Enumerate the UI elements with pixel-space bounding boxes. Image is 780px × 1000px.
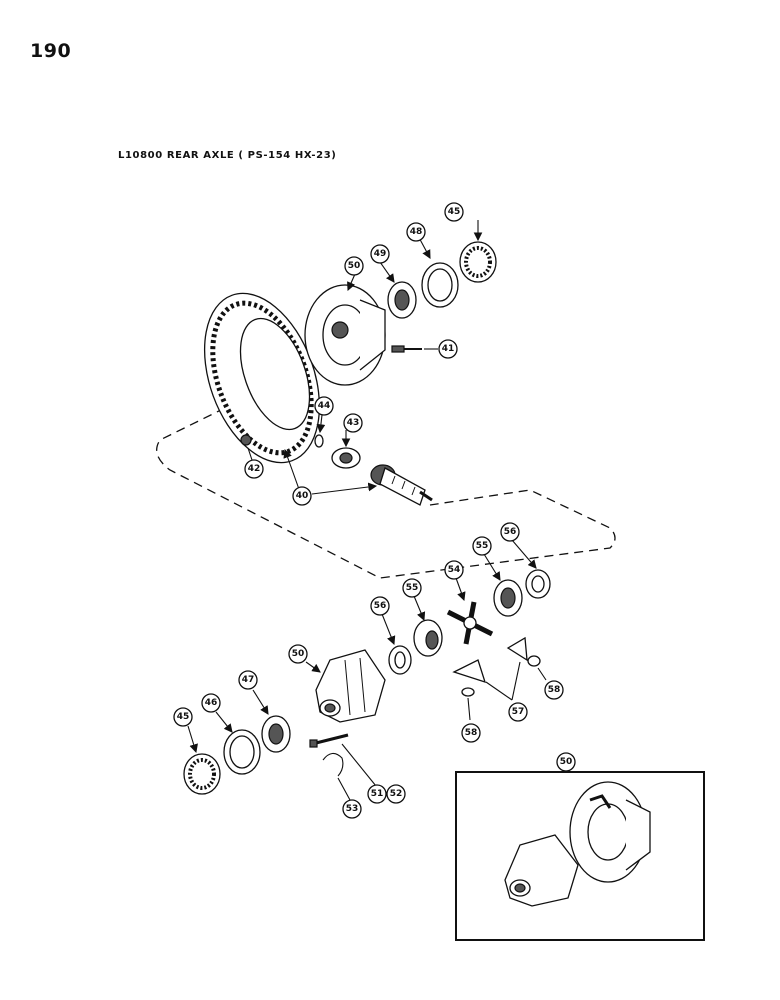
svg-text:55: 55 xyxy=(476,541,489,551)
callout-55-right: 55 xyxy=(472,536,492,556)
svg-text:40: 40 xyxy=(296,491,309,501)
callout-55-left: 55 xyxy=(402,578,422,598)
callout-40: 40 xyxy=(292,486,312,506)
side-gear-55-left xyxy=(413,619,443,657)
svg-text:45: 45 xyxy=(448,207,461,217)
adjuster-nut-45-top xyxy=(459,241,497,283)
pinion-gear-57 xyxy=(452,636,528,684)
thrust-washer-56-right xyxy=(525,569,551,599)
callout-53: 53 xyxy=(342,799,362,819)
page-number: 190 xyxy=(30,40,72,62)
svg-text:41: 41 xyxy=(442,344,455,354)
adjuster-nut-45-bottom xyxy=(183,753,221,795)
svg-text:48: 48 xyxy=(410,227,423,237)
callout-58-right: 58 xyxy=(544,680,564,700)
callout-43: 43 xyxy=(343,413,363,433)
svg-text:46: 46 xyxy=(205,698,218,708)
svg-text:44: 44 xyxy=(318,401,331,411)
callout-56-left: 56 xyxy=(370,596,390,616)
callout-48: 48 xyxy=(406,222,426,242)
washer-44 xyxy=(314,434,324,448)
bearing-cup-48 xyxy=(421,262,459,308)
pinion-gear xyxy=(370,464,433,506)
callout-54: 54 xyxy=(444,560,464,580)
svg-text:53: 53 xyxy=(346,804,359,814)
callout-58-bottom: 58 xyxy=(461,723,481,743)
callout-46: 46 xyxy=(201,693,221,713)
svg-text:57: 57 xyxy=(512,707,525,717)
spider-54 xyxy=(446,601,494,645)
lock-wire-53 xyxy=(322,752,344,777)
callout-45-top: 45 xyxy=(444,202,464,222)
svg-text:47: 47 xyxy=(242,675,255,685)
diagram-title: L10800 REAR AXLE ( PS-154 HX-23) xyxy=(118,150,337,161)
side-gear-55-right xyxy=(493,579,523,617)
callout-50-top: 50 xyxy=(344,256,364,276)
bearing-cone-47 xyxy=(261,715,291,753)
callout-57: 57 xyxy=(508,702,528,722)
svg-text:56: 56 xyxy=(504,527,517,537)
bearing-cone-49 xyxy=(387,281,417,319)
callout-47: 47 xyxy=(238,670,258,690)
callout-42: 42 xyxy=(244,459,264,479)
bearing-cup-46 xyxy=(223,729,261,775)
bolt-51 xyxy=(309,733,349,748)
callout-41: 41 xyxy=(438,339,458,359)
svg-text:54: 54 xyxy=(448,565,461,575)
svg-text:58: 58 xyxy=(548,685,561,695)
callout-50-inset: 50 xyxy=(556,752,576,772)
inset-frame xyxy=(455,771,705,941)
callout-51: 51 xyxy=(367,784,387,804)
differential-case xyxy=(315,649,386,723)
svg-text:43: 43 xyxy=(347,418,360,428)
bearing-43 xyxy=(331,447,361,469)
svg-text:52: 52 xyxy=(390,789,403,799)
callout-44: 44 xyxy=(314,396,334,416)
washer-58-bottom xyxy=(461,687,475,697)
svg-text:45: 45 xyxy=(177,712,190,722)
svg-text:55: 55 xyxy=(406,583,419,593)
svg-text:56: 56 xyxy=(374,601,387,611)
svg-text:50: 50 xyxy=(560,757,573,767)
washer-58-right xyxy=(527,655,541,667)
callout-45-bottom: 45 xyxy=(173,707,193,727)
dashed-grouping-line xyxy=(156,407,616,579)
nut-42 xyxy=(240,434,252,446)
leader-lines xyxy=(187,220,547,801)
svg-text:51: 51 xyxy=(371,789,384,799)
svg-text:58: 58 xyxy=(465,728,478,738)
svg-text:50: 50 xyxy=(292,649,305,659)
callout-56-right: 56 xyxy=(500,522,520,542)
callout-52: 52 xyxy=(386,784,406,804)
callout-50-middle: 50 xyxy=(288,644,308,664)
differential-case-flange xyxy=(304,284,386,386)
svg-text:50: 50 xyxy=(348,261,361,271)
callout-49: 49 xyxy=(370,244,390,264)
svg-text:49: 49 xyxy=(374,249,387,259)
thrust-washer-56-left xyxy=(388,645,412,675)
inset-case-halves xyxy=(504,781,651,907)
bolt-41 xyxy=(391,345,422,353)
svg-text:42: 42 xyxy=(248,464,261,474)
